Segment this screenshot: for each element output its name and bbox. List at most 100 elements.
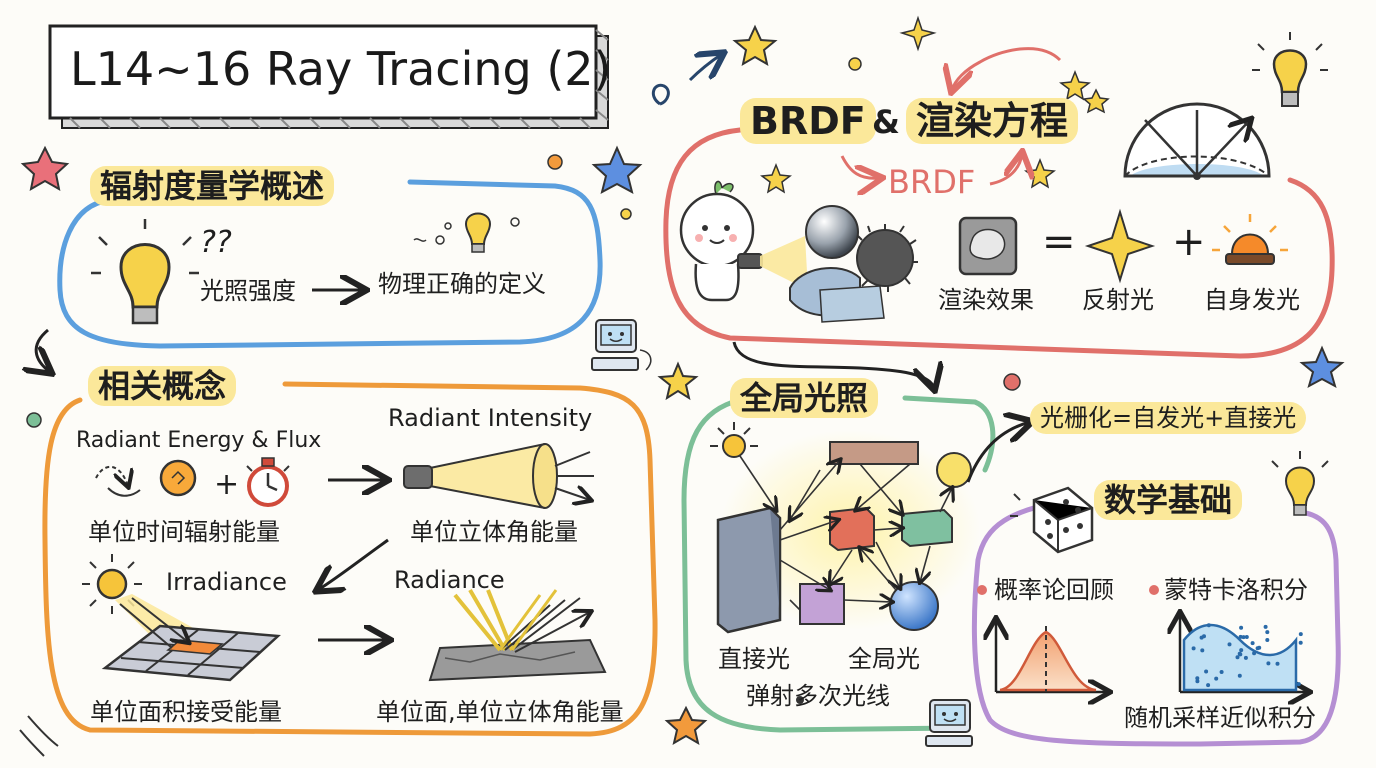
sample-dot bbox=[1227, 642, 1232, 647]
brdf-heading-a: BRDF bbox=[750, 99, 866, 143]
math-heading: 数学基础 bbox=[1094, 480, 1243, 520]
concepts-outline bbox=[42, 381, 658, 737]
sun-icon bbox=[710, 422, 758, 458]
sample-dot bbox=[1265, 630, 1270, 635]
sample-dot bbox=[1214, 676, 1219, 681]
computer-icon bbox=[925, 699, 973, 747]
energy-plus: + bbox=[214, 467, 240, 502]
sample-dot bbox=[1191, 646, 1196, 651]
render-result-label: 渲染效果 bbox=[938, 286, 1034, 314]
radiant-intensity-label: Radiant Intensity bbox=[388, 404, 593, 432]
decor-star bbox=[1299, 345, 1345, 389]
monte-carlo-label: 蒙特卡洛积分 bbox=[1164, 576, 1308, 604]
direct-light-label: 直接光 bbox=[718, 645, 790, 673]
decor-star bbox=[664, 705, 708, 746]
lightbulb-icon bbox=[464, 212, 492, 253]
rasterization-callout: 光栅化=自发光+直接光 bbox=[1030, 402, 1307, 434]
sample-dot bbox=[1237, 673, 1242, 678]
multi-bounce-label: 弹射多次光线 bbox=[746, 682, 890, 710]
sample-dot bbox=[1238, 634, 1243, 639]
sample-dot bbox=[1239, 625, 1244, 630]
radiometry-heading: 辐射度量学概述 bbox=[90, 166, 335, 206]
brdf-sub-label: BRDF bbox=[888, 163, 976, 201]
radiometry-outline bbox=[57, 179, 603, 349]
render-equation-heading: 渲染方程 bbox=[906, 98, 1079, 144]
character-icon bbox=[679, 180, 808, 302]
sample-dot bbox=[1241, 635, 1246, 640]
sparkle-icon bbox=[1084, 208, 1156, 284]
sample-dot bbox=[1298, 632, 1303, 637]
radiant-intensity-caption: 单位立体角能量 bbox=[410, 518, 578, 546]
decor-dot bbox=[26, 412, 42, 428]
stopwatch-icon bbox=[246, 457, 290, 507]
physical-definition-label: 物理正确的定义 bbox=[378, 270, 546, 298]
radiance-label: Radiance bbox=[394, 566, 505, 594]
decor-dot bbox=[1003, 373, 1021, 391]
sample-dot bbox=[1252, 651, 1257, 656]
sample-dot bbox=[1298, 640, 1303, 645]
random-sampling-caption: 随机采样近似积分 bbox=[1124, 704, 1316, 732]
sample-dot bbox=[1250, 641, 1255, 646]
rendered-object-icon bbox=[958, 216, 1018, 276]
decor-star bbox=[732, 24, 778, 67]
decor-star bbox=[20, 145, 70, 191]
dice-icon bbox=[1010, 486, 1094, 554]
sample-dot bbox=[1237, 651, 1242, 656]
sample-dot bbox=[1235, 655, 1240, 660]
concepts-heading: 相关概念 bbox=[88, 366, 237, 406]
sample-dot bbox=[1257, 645, 1262, 650]
irradiance-label: Irradiance bbox=[166, 568, 287, 596]
lightbulb-icon bbox=[91, 219, 199, 325]
decor-star bbox=[1024, 157, 1056, 189]
brdf-heading: BRDF bbox=[740, 98, 876, 144]
flashlight-icon bbox=[403, 443, 594, 508]
radiance-caption: 单位面,单位立体角能量 bbox=[376, 698, 624, 726]
computer-icon bbox=[591, 319, 652, 371]
sample-dot bbox=[1219, 670, 1224, 674]
sample-dot bbox=[1204, 669, 1209, 674]
plus-sign: + bbox=[1172, 219, 1206, 265]
sample-dot bbox=[1206, 623, 1211, 628]
sample-dot bbox=[1202, 634, 1206, 639]
irradiance-caption: 单位面积接受能量 bbox=[90, 698, 282, 726]
sample-dot bbox=[1239, 648, 1244, 653]
brdf-heading-amp: & bbox=[872, 103, 900, 141]
decor-dot bbox=[547, 154, 563, 170]
decor-dot bbox=[796, 696, 804, 704]
radiant-energy-caption: 单位时间辐射能量 bbox=[88, 518, 280, 546]
decor-star bbox=[657, 361, 699, 401]
monte-carlo-chart bbox=[1180, 614, 1308, 692]
sample-dot bbox=[1266, 661, 1271, 666]
decor-dot bbox=[848, 57, 862, 71]
self-emission-label: 自身发光 bbox=[1204, 286, 1300, 314]
lightbulb-icon bbox=[1271, 451, 1329, 516]
decor-star bbox=[899, 15, 937, 52]
math-outline bbox=[971, 497, 1341, 747]
sample-dot bbox=[1200, 648, 1205, 653]
normal-distribution-chart bbox=[996, 620, 1108, 692]
curved-red-arrow bbox=[952, 47, 1062, 90]
equals-sign: = bbox=[1042, 219, 1076, 265]
hemisphere-diagram bbox=[1123, 104, 1269, 180]
probability-review-label: 概率论回顾 bbox=[994, 576, 1114, 604]
global-light-label: 全局光 bbox=[848, 645, 920, 673]
sample-dot bbox=[1195, 676, 1200, 681]
decor-star bbox=[1082, 88, 1110, 114]
decor-star bbox=[591, 145, 643, 194]
sample-dot bbox=[1263, 624, 1268, 629]
emitting-light-icon bbox=[1212, 214, 1288, 265]
decor-star bbox=[760, 162, 792, 194]
gi-heading: 全局光照 bbox=[730, 378, 879, 418]
lightbulb-icon bbox=[1252, 32, 1328, 107]
sample-dot bbox=[1195, 679, 1200, 684]
title-box bbox=[48, 24, 609, 129]
sample-dot bbox=[1275, 661, 1280, 666]
decor-dot bbox=[620, 208, 632, 220]
sample-dot bbox=[1244, 635, 1249, 639]
radiance-surface bbox=[428, 588, 605, 682]
material-samples bbox=[789, 205, 918, 323]
gi-outline bbox=[681, 395, 996, 733]
gi-scene bbox=[716, 441, 972, 634]
